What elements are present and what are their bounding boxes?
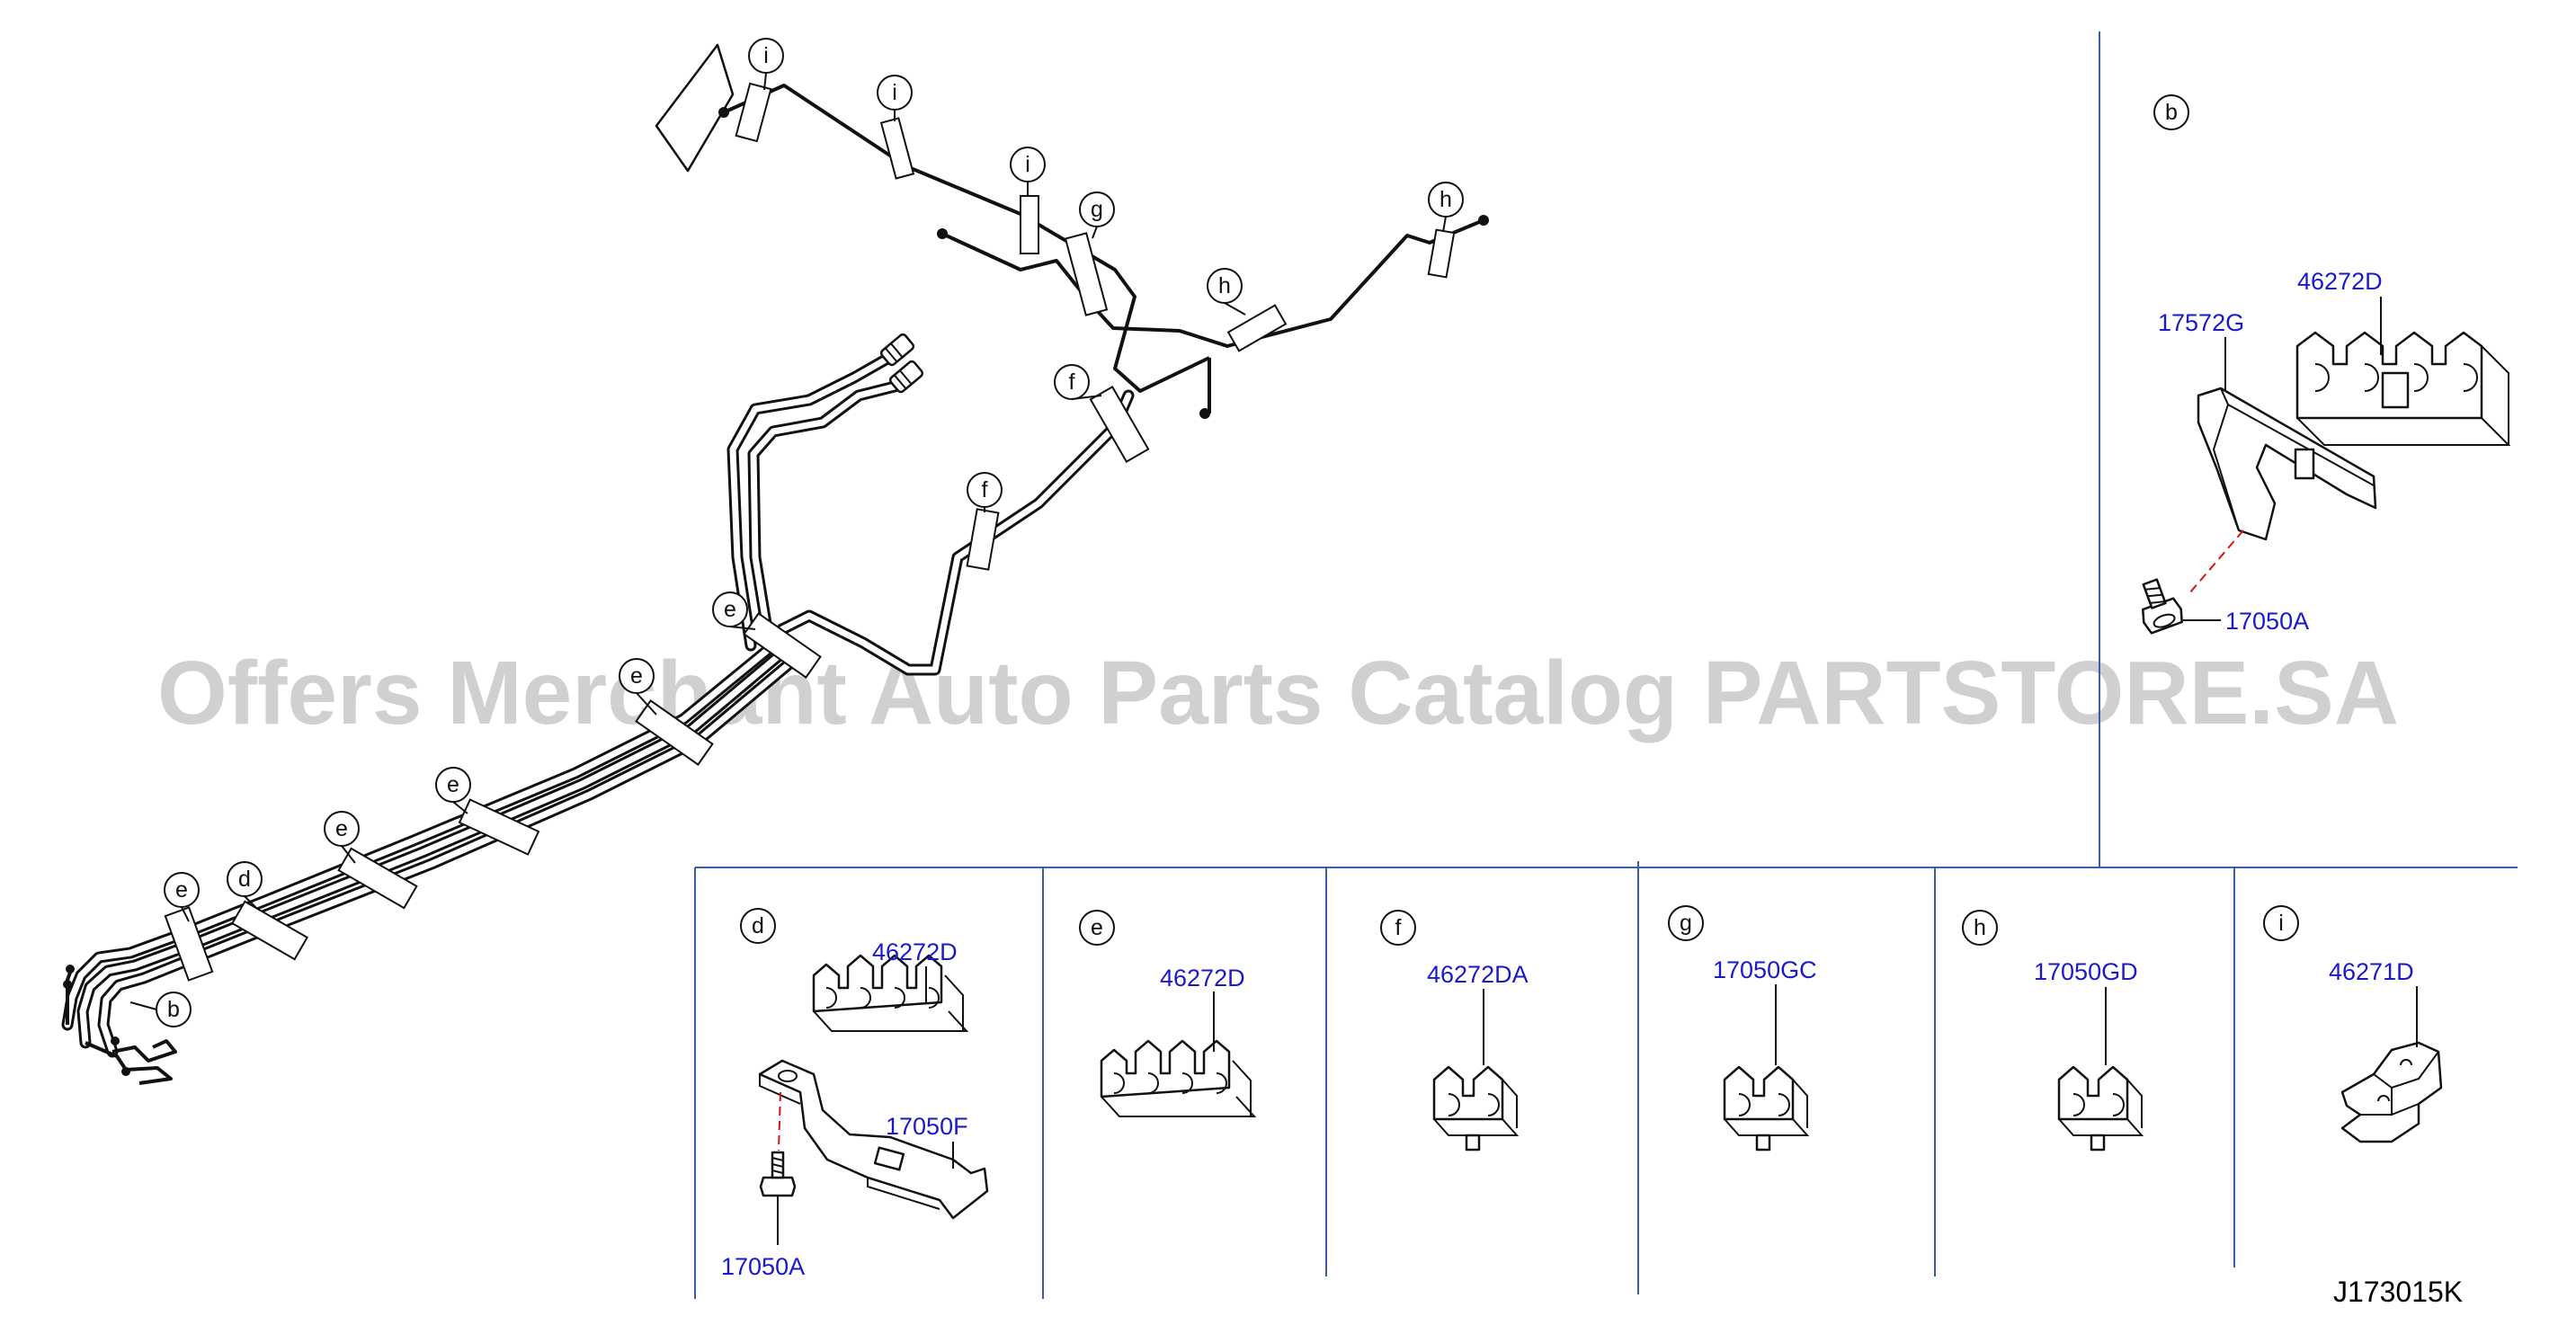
- svg-text:b: b: [167, 997, 180, 1022]
- svg-text:d: d: [752, 913, 764, 938]
- svg-text:g: g: [1091, 197, 1103, 222]
- callout-e-3[interactable]: e: [435, 767, 471, 803]
- callout-g-1[interactable]: g: [1079, 191, 1115, 227]
- svg-text:e: e: [1091, 915, 1103, 940]
- callout-e-2[interactable]: e: [619, 658, 655, 694]
- svg-text:h: h: [1974, 915, 1986, 940]
- svg-text:i: i: [2278, 911, 2284, 936]
- svg-text:e: e: [175, 877, 188, 903]
- detail-e: e 46272D: [1079, 910, 1256, 1118]
- callout-i-2[interactable]: i: [877, 75, 913, 111]
- svg-text:g: g: [1680, 911, 1692, 936]
- part-number-17050A-b[interactable]: 17050A: [2225, 608, 2309, 635]
- callout-h-1[interactable]: h: [1428, 182, 1464, 218]
- main-callouts: i i i g h h f f e e e e e d b: [129, 38, 1464, 1027]
- part-number-17050F[interactable]: 17050F: [886, 1113, 968, 1140]
- svg-text:f: f: [1395, 915, 1402, 940]
- detail-b-letter: b: [2153, 94, 2189, 130]
- part-number-46272DA[interactable]: 46272DA: [1427, 961, 1529, 988]
- callout-d-1[interactable]: d: [227, 861, 263, 897]
- svg-text:f: f: [1069, 369, 1075, 395]
- detail-f-letter: f: [1380, 910, 1416, 946]
- diagram-reference-code: J173015K: [2333, 1276, 2463, 1308]
- detail-g: g 17050GC: [1668, 905, 1817, 1152]
- svg-text:i: i: [763, 43, 769, 68]
- svg-text:d: d: [238, 867, 251, 892]
- svg-text:h: h: [1440, 187, 1452, 212]
- svg-text:i: i: [892, 80, 897, 105]
- callout-b-1[interactable]: b: [156, 992, 192, 1027]
- detail-e-letter: e: [1079, 910, 1115, 946]
- panel-frames: [694, 31, 2518, 1299]
- callout-i-3[interactable]: i: [1010, 147, 1046, 182]
- callout-e-1[interactable]: e: [712, 591, 748, 627]
- detail-h: h 17050GD: [1962, 910, 2144, 1152]
- part-number-46272D-d[interactable]: 46272D: [872, 938, 958, 965]
- part-number-17050A-d[interactable]: 17050A: [721, 1253, 805, 1280]
- watermark: Offers Merchant Auto Parts Catalog PARTS…: [157, 643, 2399, 743]
- callout-h-2[interactable]: h: [1207, 268, 1243, 304]
- svg-text:e: e: [447, 772, 459, 797]
- svg-text:e: e: [630, 663, 643, 689]
- part-number-17572G[interactable]: 17572G: [2158, 309, 2244, 336]
- svg-text:e: e: [724, 597, 736, 622]
- detail-d: d 46272D 17050F 17050A: [721, 908, 989, 1280]
- detail-f: f 46272DA: [1380, 910, 1529, 1152]
- detail-d-letter: d: [740, 908, 776, 944]
- callout-e-4[interactable]: e: [324, 811, 360, 847]
- part-number-46272D-e[interactable]: 46272D: [1160, 965, 1245, 992]
- detail-i: i 46271D: [2263, 905, 2443, 1143]
- part-number-46272D-b[interactable]: 46272D: [2297, 268, 2383, 295]
- detail-i-letter: i: [2263, 905, 2299, 941]
- svg-text:b: b: [2165, 100, 2178, 125]
- callout-i-1[interactable]: i: [748, 38, 784, 74]
- svg-text:f: f: [982, 477, 988, 502]
- callout-f-1[interactable]: f: [1054, 364, 1090, 400]
- svg-text:e: e: [335, 816, 348, 841]
- detail-h-letter: h: [1962, 910, 1998, 946]
- detail-b: b 46272D 17572G 17050A: [2142, 94, 2511, 635]
- part-number-17050GC[interactable]: 17050GC: [1713, 956, 1817, 983]
- brake-pipe-assembly: [61, 43, 1489, 1085]
- part-number-46271D[interactable]: 46271D: [2329, 958, 2414, 985]
- part-number-17050GD[interactable]: 17050GD: [2034, 958, 2138, 985]
- callout-e-5[interactable]: e: [164, 872, 200, 908]
- detail-g-letter: g: [1668, 905, 1704, 941]
- svg-text:i: i: [1025, 152, 1030, 177]
- svg-text:h: h: [1218, 273, 1231, 298]
- callout-f-2[interactable]: f: [967, 472, 1003, 508]
